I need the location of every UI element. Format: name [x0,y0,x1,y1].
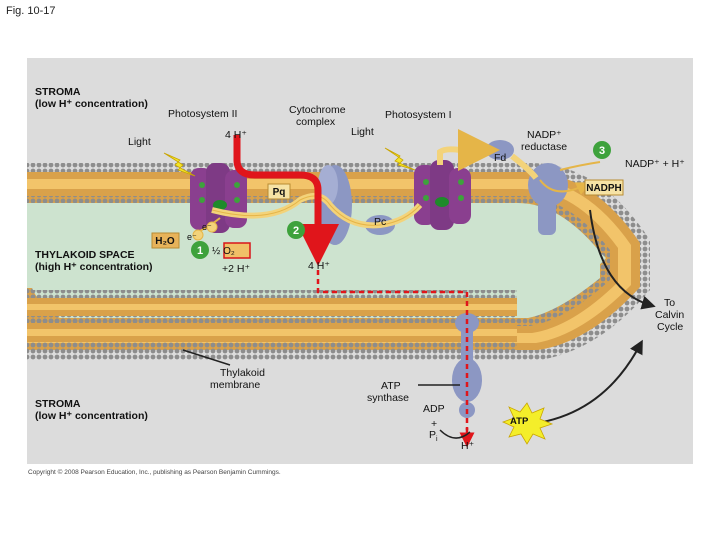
nadph-arrow [539,179,591,195]
pq-label: Pq [273,187,286,198]
svg-text:1: 1 [197,245,203,257]
photosystem-i [414,160,471,230]
nadp-reductase [528,163,568,235]
cytochrome-label-1: Cytochrome [289,104,346,116]
copyright-text: Copyright © 2008 Pearson Education, Inc.… [28,469,281,476]
cytochrome-complex [318,165,352,245]
electron-1-label: e⁻ [187,232,197,242]
light-bolt-icon [384,147,416,171]
atp-label: ATP [510,416,529,427]
h2o-label: H₂O [155,236,175,247]
calvin-label-2: Calvin [655,309,685,321]
stroma-bottom-title: STROMA [35,398,81,410]
pq-box [267,183,291,200]
light-bolt-icon [163,152,196,177]
stroma-bottom-subtitle: (low H⁺ concentration) [35,410,148,422]
atp-burst-icon [501,402,554,445]
thylakoid-membrane-leader [182,349,231,366]
nadph-box [584,179,624,196]
four-h-top-label: 4 H⁺ [225,129,247,141]
light-left-label: Light [128,136,151,148]
nadp-plus-h-label: NADP⁺ + H⁺ [625,158,685,170]
proton-path-dashed [316,270,469,430]
thylakoid-space-subtitle: (high H⁺ concentration) [35,261,153,273]
oxygen-box [223,242,251,259]
thylakoid-membrane-label-2: membrane [210,379,261,391]
atp-synthase-label-2: synthase [367,392,410,404]
calvin-arrow [589,209,656,310]
figure-label: Fig. 10-17 [6,5,56,17]
light-right-label: Light [351,126,374,138]
cytochrome-label-2: complex [296,116,336,128]
thylakoid-space-title: THYLAKOID SPACE [35,249,135,261]
calvin-label-3: Cycle [657,321,684,333]
proton-path-top [233,135,339,266]
nadp-reductase-label-2: reductase [521,141,568,153]
step-badge-2: 2 [287,221,305,239]
atp-synthase-label-1: ATP [381,380,401,392]
lower-membrane-band [27,290,517,350]
adp-label: ADP [423,403,445,415]
thylakoid-membrane-label-1: Thylakoid [220,367,265,379]
nadp-reductase-label-1: NADP⁺ [527,129,562,141]
stroma-top-title: STROMA [35,86,81,98]
phosphate-subscript: i [436,436,438,444]
half-o2-label: ½ O₂ [212,246,235,257]
electron-2-label: e⁻ [202,222,212,232]
four-h-lumen-label: 4 H⁺ [308,260,330,272]
nadph-label: NADPH [586,183,622,194]
pc-label: Pc [374,216,387,228]
calvin-label-1: To [664,297,676,309]
plus-2h-label: +2 H⁺ [222,263,251,275]
h-plus-bottom-label: H⁺ [461,440,475,452]
phosphate-label: Pi [429,429,438,444]
svg-text:2: 2 [293,225,299,237]
step-badge-1: 1 [191,241,209,259]
fd-label: Fd [494,152,507,164]
phosphate-symbol: P [429,429,437,441]
step-badge-3: 3 [593,141,611,159]
svg-text:3: 3 [599,145,605,157]
plus-label: + [431,418,438,430]
water-box [151,232,180,249]
stroma-top-subtitle: (low H⁺ concentration) [35,98,148,110]
photosystem-ii [190,163,247,233]
photosystem-i-label: Photosystem I [385,109,452,121]
photosystem-ii-label: Photosystem II [168,108,238,120]
lumen-middle [27,236,547,288]
